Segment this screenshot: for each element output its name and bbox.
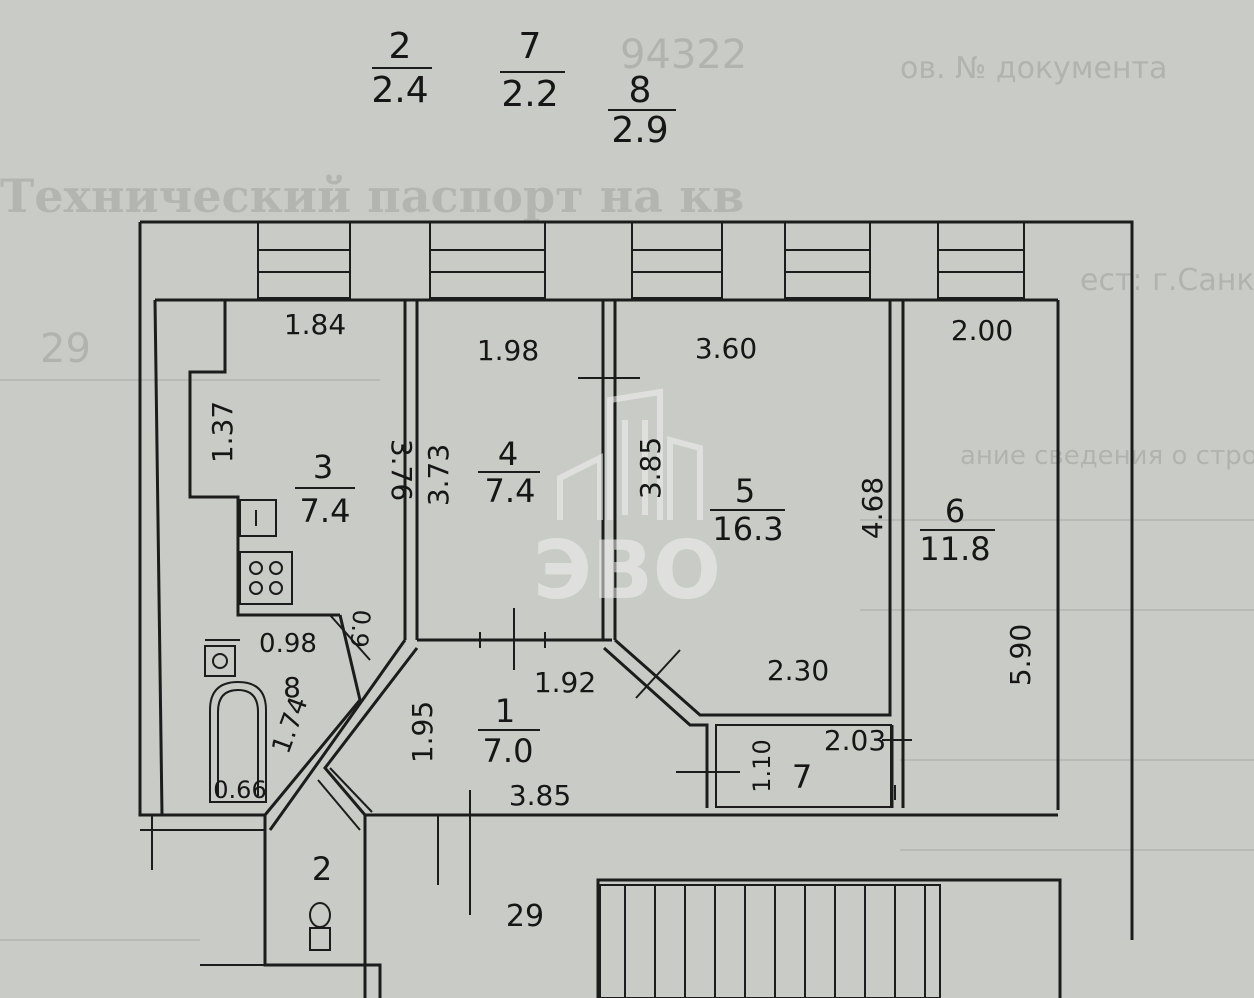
dimension-labels: 1.84 1.37 3.76 1.98 3.73 3.85 3.60 4.68 … — [206, 308, 1037, 812]
dim-r3-right: 3.76 — [385, 439, 418, 501]
room-2-outline — [140, 815, 382, 998]
legend-room-2: 2 — [389, 26, 412, 67]
room-2-number: 2 — [312, 850, 332, 888]
dim-r7-left: 1.10 — [748, 739, 776, 792]
bathroom-sink — [204, 645, 236, 677]
room-labels: 3 7.4 4 7.4 5 16.3 6 11.8 1 7.0 2 7 8 — [283, 435, 995, 888]
bg-text-title: Технический паспорт на кв — [0, 169, 744, 223]
room-3-area: 7.4 — [300, 492, 351, 530]
legend-room-7: 7 — [519, 26, 542, 67]
legend-height-2: 2.4 — [371, 70, 428, 111]
heights-legend: 2 2.4 7 2.2 8 2.9 — [371, 26, 676, 151]
dim-r5-bottom: 2.30 — [767, 654, 829, 687]
dim-r7-top: 2.03 — [824, 724, 886, 757]
room-3-number: 3 — [313, 448, 333, 486]
bathtub — [209, 680, 267, 803]
room-8-number: 8 — [283, 671, 301, 704]
stair-label: 29 — [506, 899, 544, 934]
room-1-area: 7.0 — [483, 732, 534, 770]
room-7-number: 7 — [792, 758, 812, 796]
dim-r8-bottom: 0.66 — [213, 776, 266, 804]
window-room-5b — [784, 221, 871, 299]
kitchen-sink — [239, 499, 277, 537]
window-room-4 — [429, 221, 546, 299]
window-room-5a — [631, 221, 723, 299]
room-7-outline — [676, 724, 892, 808]
windows — [257, 221, 1025, 299]
dim-r3-left: 1.37 — [206, 401, 239, 463]
room-8-outline — [205, 614, 419, 831]
dim-r1-left: 1.95 — [406, 701, 439, 763]
bg-text-section: ание сведения о строениях — [960, 441, 1254, 471]
room-6-area: 11.8 — [919, 530, 990, 568]
room-1-number: 1 — [495, 692, 515, 730]
bg-text-doc-number: ов. № документа — [900, 51, 1167, 86]
dim-r6-top: 2.00 — [951, 314, 1013, 347]
dim-r4-right: 3.85 — [634, 437, 667, 499]
room-4-area: 7.4 — [485, 472, 536, 510]
room-6-outline — [882, 300, 912, 808]
room-5-outline — [602, 300, 892, 808]
bg-text-house: 29 — [40, 326, 91, 372]
window-room-3 — [257, 221, 351, 299]
dim-r6-right: 5.90 — [1004, 624, 1037, 686]
dim-r8-right: 0.9 — [344, 608, 375, 648]
window-room-6 — [937, 221, 1025, 299]
dim-r3-top: 1.84 — [284, 308, 346, 341]
building-icon — [557, 388, 703, 520]
room-1-outline — [363, 790, 1058, 915]
toilet — [309, 902, 331, 951]
dim-r5-right: 4.68 — [856, 477, 889, 539]
dim-r8-diag: 1.74 — [266, 693, 314, 758]
room-5-number: 5 — [735, 472, 755, 510]
legend-height-7: 2.2 — [501, 74, 558, 115]
room-4-number: 4 — [498, 435, 518, 473]
legend-room-8: 8 — [629, 70, 652, 111]
room-3-outline — [188, 298, 1058, 640]
legend-height-8: 2.9 — [611, 110, 668, 151]
bg-text-doc-id: 94322 — [620, 32, 747, 78]
dim-r1-bottom: 3.85 — [509, 779, 571, 812]
watermark-logo: ЭВО — [533, 388, 721, 617]
dim-r5-top: 3.60 — [695, 332, 757, 365]
bg-text-address: ест: г.Санкт-Петербург — [1080, 263, 1254, 298]
kitchen-stove — [239, 551, 293, 605]
room-5-area: 16.3 — [712, 510, 783, 548]
watermark-text: ЭВО — [533, 524, 721, 617]
staircase — [596, 878, 1062, 998]
dim-r8-top: 0.98 — [259, 629, 317, 659]
dim-r4-top: 1.98 — [477, 334, 539, 367]
dim-r1-top: 1.92 — [534, 666, 596, 699]
dim-r4-left: 3.73 — [422, 444, 455, 506]
room-6-number: 6 — [945, 492, 965, 530]
